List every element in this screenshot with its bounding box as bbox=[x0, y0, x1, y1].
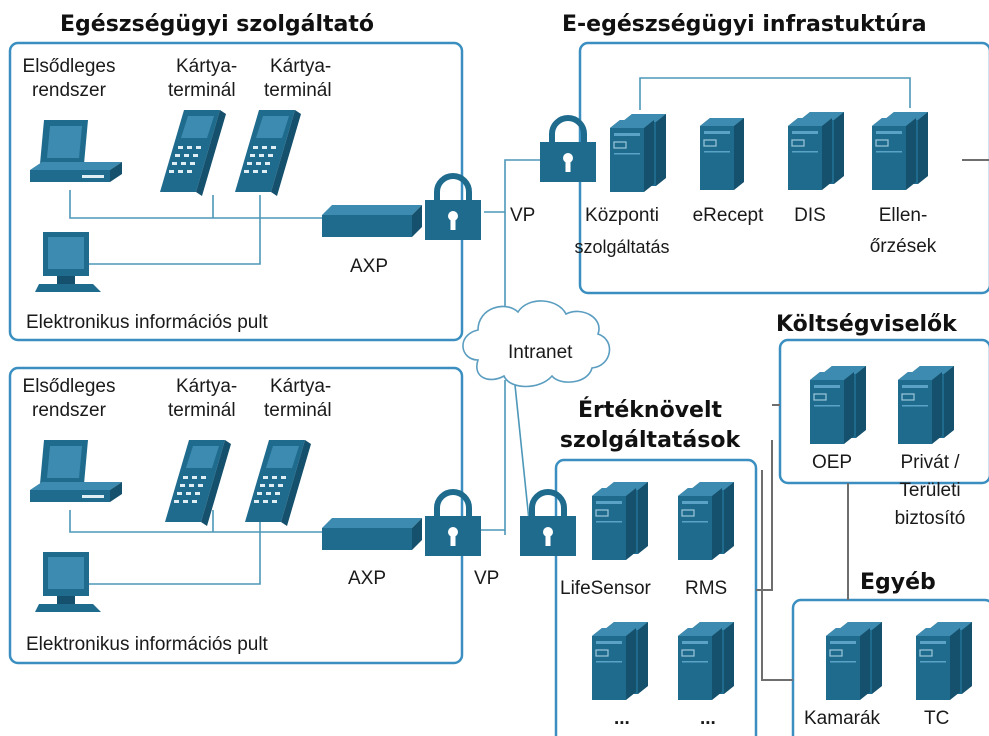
card-terminal-label: terminál bbox=[168, 80, 236, 101]
provider-top-box bbox=[8, 41, 464, 342]
checks-label: Ellen- bbox=[878, 205, 928, 226]
server-icon bbox=[788, 112, 844, 190]
axp-router-icon bbox=[322, 205, 422, 237]
central-services-label: Központi bbox=[585, 205, 659, 226]
central-services-label: szolgáltatás bbox=[574, 237, 670, 257]
padlock-icon bbox=[425, 492, 481, 556]
intranet-label: Intranet bbox=[508, 342, 573, 363]
value-added-box bbox=[554, 458, 758, 736]
dis-label: DIS bbox=[794, 205, 826, 226]
server-icon bbox=[610, 114, 666, 192]
card-terminal-icon bbox=[160, 110, 226, 196]
value-added-title-line2: szolgáltatások bbox=[559, 428, 741, 453]
vp-label: VP bbox=[474, 568, 500, 589]
tc-label: TC bbox=[924, 708, 950, 729]
card-terminal-icon bbox=[165, 440, 231, 526]
primary-system-pc-icon bbox=[30, 440, 122, 502]
server-icon bbox=[898, 366, 954, 444]
rms-label: RMS bbox=[685, 578, 728, 599]
kiosk-monitor-icon bbox=[35, 232, 101, 292]
private-insurer-label: Területi bbox=[899, 480, 961, 501]
provider-bottom-box bbox=[8, 366, 464, 665]
server-icon bbox=[872, 112, 928, 190]
server-icon bbox=[678, 622, 734, 700]
more-services-label: ... bbox=[614, 708, 630, 729]
kiosk-monitor-icon bbox=[35, 552, 101, 612]
server-icon bbox=[810, 366, 866, 444]
private-insurer-label: biztosító bbox=[894, 508, 966, 529]
payers-box bbox=[778, 338, 989, 485]
checks-label: őrzések bbox=[869, 236, 937, 257]
lifesensor-label: LifeSensor bbox=[560, 578, 651, 599]
kiosk-label: Elektronikus információs pult bbox=[26, 312, 268, 333]
primary-system-pc-icon bbox=[30, 120, 122, 182]
oep-label: OEP bbox=[811, 452, 853, 473]
provider-top-title: Egészségügyi szolgáltató bbox=[60, 12, 374, 37]
server-icon bbox=[678, 482, 734, 560]
card-terminal-label: terminál bbox=[264, 400, 332, 421]
server-icon bbox=[592, 482, 648, 560]
value-added-title-line1: Értéknövelt bbox=[577, 398, 723, 423]
card-terminal-icon bbox=[235, 110, 301, 196]
axp-router-icon bbox=[322, 518, 422, 550]
erecept-label: eRecept bbox=[692, 205, 764, 226]
other-title: Egyéb bbox=[860, 570, 936, 595]
server-icon bbox=[826, 622, 882, 700]
more-services-label: ... bbox=[700, 708, 716, 729]
card-terminal-icon bbox=[245, 440, 311, 526]
kiosk-label: Elektronikus információs pult bbox=[26, 634, 268, 655]
other-box bbox=[791, 598, 989, 736]
axp-label: AXP bbox=[350, 256, 389, 277]
card-terminal-label: Kártya- bbox=[176, 56, 238, 77]
chambers-label: Kamarák bbox=[804, 708, 881, 729]
private-insurer-label: Privát / bbox=[900, 452, 960, 473]
card-terminal-label: Kártya- bbox=[270, 376, 332, 397]
vp-label: VP bbox=[510, 205, 536, 226]
card-terminal-label: Kártya- bbox=[176, 376, 238, 397]
card-terminal-label: terminál bbox=[168, 400, 236, 421]
payers-title: Költségviselők bbox=[776, 312, 957, 337]
network-links bbox=[480, 77, 911, 535]
primary-system-label: rendszer bbox=[32, 400, 106, 421]
primary-system-label: rendszer bbox=[32, 80, 106, 101]
primary-system-label: Elsődleges bbox=[22, 56, 116, 77]
padlock-icon bbox=[520, 492, 576, 556]
intranet-cloud bbox=[462, 300, 611, 388]
card-terminal-label: Kártya- bbox=[270, 56, 332, 77]
server-icon bbox=[592, 622, 648, 700]
server-icon bbox=[916, 622, 972, 700]
primary-system-label: Elsődleges bbox=[22, 376, 116, 397]
card-terminal-label: terminál bbox=[264, 80, 332, 101]
axp-label: AXP bbox=[348, 568, 387, 589]
padlock-icon bbox=[540, 118, 596, 182]
padlock-icon bbox=[425, 176, 481, 240]
provider-top-links bbox=[60, 190, 340, 265]
server-icon bbox=[699, 117, 745, 191]
infra-title: E-egészségügyi infrastuktúra bbox=[562, 12, 927, 37]
